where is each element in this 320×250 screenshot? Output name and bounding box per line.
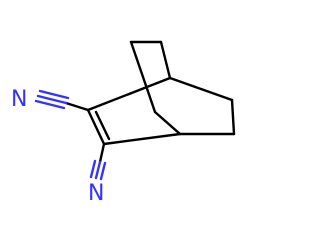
bond-c2-c3 <box>159 40 172 80</box>
triple-bond-2a <box>94 160 102 180</box>
bond-c6-c9 <box>102 132 182 146</box>
double-bond-inner <box>94 110 111 141</box>
molecule-drawing: N N <box>11 40 236 206</box>
triple-bond-2b <box>99 161 107 181</box>
triple-bond-1b <box>38 89 70 100</box>
double-bond-outer <box>86 108 106 146</box>
triple-bond-1a <box>36 94 68 105</box>
nitrogen-atom-label-2: N <box>88 181 104 206</box>
bond-c3-c8 <box>86 76 172 112</box>
bond-c3-c4 <box>168 76 234 102</box>
bond-c9-cn2 <box>98 142 106 164</box>
nitrogen-atom-label-1: N <box>11 87 27 112</box>
bond-c6-c7 <box>153 110 182 136</box>
bond-c1-c7 <box>129 40 157 114</box>
bond-c4-c5 <box>230 98 236 136</box>
triple-bond-2c <box>89 159 97 179</box>
triple-bond-1c <box>34 99 66 110</box>
structure-canvas: N N <box>11 40 236 206</box>
bond-c8-cn1 <box>64 101 90 112</box>
